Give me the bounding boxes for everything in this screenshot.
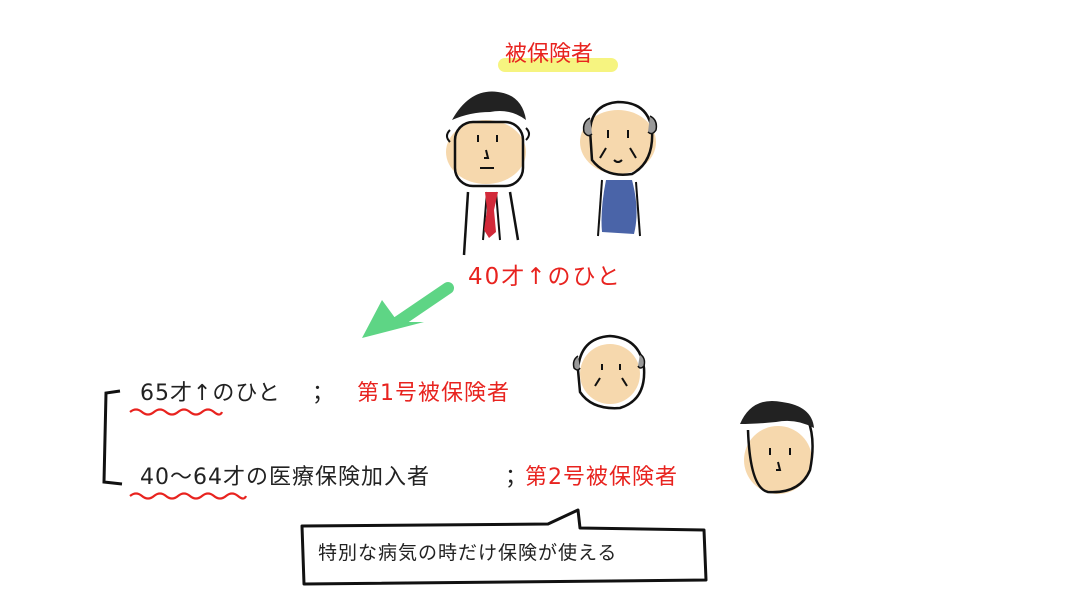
- diagram-title: 被保険者: [505, 42, 594, 67]
- category-2-separator: ；: [505, 465, 528, 490]
- young-face-icon: [740, 400, 814, 494]
- elderly-man-figure: [580, 100, 658, 237]
- young-man-figure: [446, 91, 530, 256]
- category-1-type: 第1号被保険者: [357, 381, 510, 406]
- category-1-age: 65才↑のひと: [140, 381, 281, 406]
- category-2-type: 第2号被保険者: [525, 465, 678, 490]
- down-left-arrow: [362, 282, 454, 338]
- wavy-underline-1: [129, 408, 224, 416]
- note-speech-bubble: [300, 508, 708, 586]
- elderly-face-icon: [572, 334, 646, 410]
- category-bracket: [102, 389, 123, 486]
- category-2-age: 40〜64才の医療保険加入者: [140, 465, 430, 490]
- title-highlight: [498, 58, 618, 72]
- wavy-underline-2: [129, 492, 248, 500]
- category-1-separator: ；: [312, 381, 335, 406]
- note-text: 特別な病気の時だけ保険が使える: [318, 542, 618, 564]
- insured-age-label: 40才↑のひと: [468, 264, 622, 290]
